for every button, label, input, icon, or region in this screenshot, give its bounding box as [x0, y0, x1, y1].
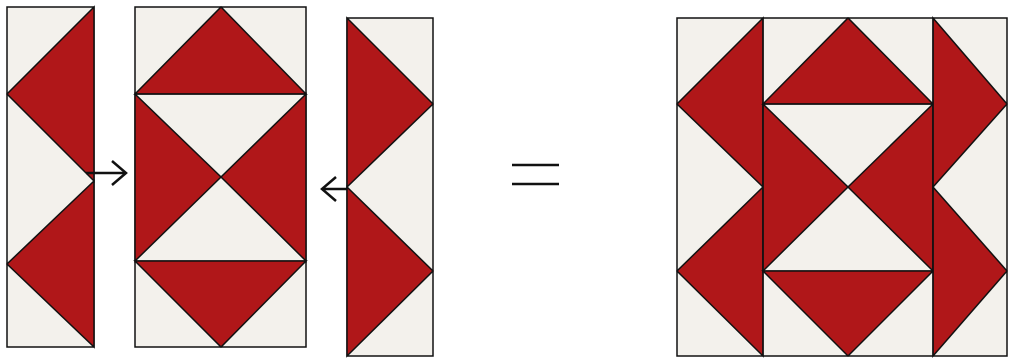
left-strip	[7, 7, 94, 347]
assembled-block	[677, 18, 1007, 356]
center-strip	[135, 7, 306, 347]
right-strip	[347, 18, 433, 356]
equals-icon	[512, 165, 559, 184]
